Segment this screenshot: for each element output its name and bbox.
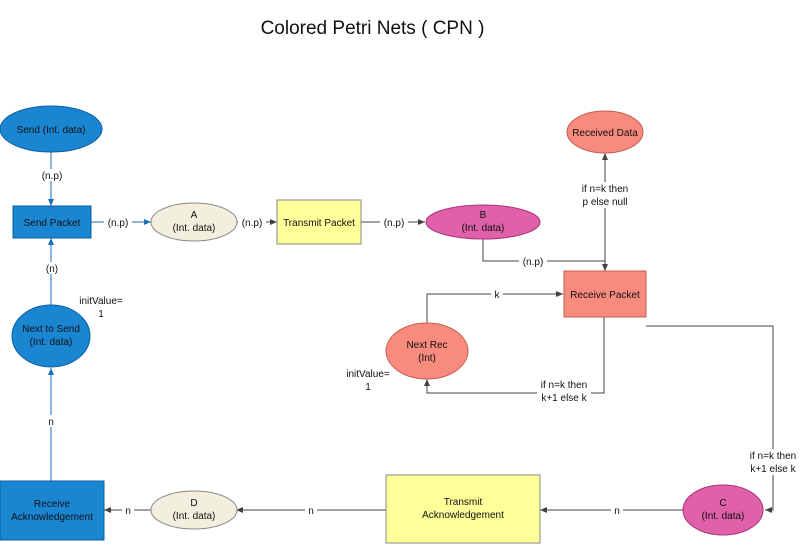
init-value-next-to-send-line2: 1 [98,309,104,320]
arc-label-receive-packet-to-c-line2: k+1 else k [750,464,796,475]
arc-label-receive-packet-to-received-data-line1: if n=k then [582,184,628,195]
place-b-label-line2: (Int. data) [462,223,505,234]
arc-label-a-to-transmit-packet: (n.p) [242,218,263,229]
place-next-rec-label-line1: Next Rec [406,340,447,351]
arc-label-receive-packet-to-next-rec-line2: k+1 else k [541,393,587,404]
transition-receive-acknowledgement[interactable]: Receive Acknowledgement [0,480,105,541]
arc-label-send-packet-to-a: (n.p) [108,218,129,229]
transition-receive-packet[interactable]: Receive Packet [563,270,647,318]
place-next-rec[interactable]: Next Rec (Int) [385,322,469,380]
place-a[interactable]: A (Int. data) [150,202,238,242]
place-next-to-send-label-line1: Next to Send [22,324,80,335]
place-send-label: Send (Int. data) [17,125,86,136]
place-received-data-label: Received Data [572,128,638,139]
arc-label-receive-packet-to-next-rec-line1: if n=k then [541,380,587,391]
arc-label-receive-ack-to-next-to-send: n [48,417,54,428]
arc-label-b-to-receive-packet: (n.p) [523,257,544,268]
transition-receive-ack-label-line2: Acknowledgement [11,512,93,523]
place-b-label-line1: B [480,210,487,221]
transition-transmit-packet[interactable]: Transmit Packet [276,199,362,245]
arc-label-next-to-send-to-send-packet: (n) [46,264,58,275]
place-c-label-line1: C [719,498,726,509]
place-a-label-line1: A [191,210,198,221]
place-a-label-line2: (Int. data) [173,223,216,234]
transition-receive-ack-label-line1: Receive [34,499,71,510]
transition-receive-packet-label: Receive Packet [570,290,640,301]
arc-label-send-to-send-packet: (n.p) [42,171,63,182]
arc-label-d-to-receive-ack: n [125,506,131,517]
init-value-next-rec-line1: initValue= [346,369,390,380]
arc-label-receive-packet-to-received-data-line2: p else null [582,197,627,208]
place-c[interactable]: C (Int. data) [682,484,764,536]
transition-send-packet[interactable]: Send Packet [12,205,92,239]
arc-next-rec-to-receive-packet [426,291,563,323]
arc-label-c-to-transmit-ack: n [614,506,620,517]
arc-labels: (n.p) (n.p) (n.p) (n.p) (n.p) (n) k if n… [38,169,800,517]
arc-receive-packet-to-c [646,325,774,513]
arc-receive-packet-to-next-rec [424,317,605,394]
transition-transmit-acknowledgement[interactable]: Transmit Acknowledgement [385,474,541,544]
arc-label-receive-packet-to-c-line1: if n=k then [750,451,796,462]
place-d[interactable]: D (Int. data) [150,490,238,530]
place-next-to-send[interactable]: Next to Send (Int. data) [11,304,91,368]
place-next-to-send-label-line2: (Int. data) [30,337,73,348]
place-c-label-line2: (Int. data) [702,511,745,522]
place-send[interactable]: Send (Int. data) [0,105,103,153]
transition-transmit-ack-label-line1: Transmit [444,497,483,508]
place-b[interactable]: B (Int. data) [425,204,541,240]
init-value-next-rec-line2: 1 [365,382,371,393]
place-received-data[interactable]: Received Data [566,110,644,154]
arc-label-transmit-ack-to-d: n [308,506,314,517]
place-d-label-line2: (Int. data) [173,511,216,522]
init-value-next-to-send-line1: initValue= [79,296,123,307]
arc-label-transmit-packet-to-b: (n.p) [384,218,405,229]
place-d-label-line1: D [190,498,197,509]
diagram-title: Colored Petri Nets ( CPN ) [260,18,485,39]
transition-send-packet-label: Send Packet [24,218,81,229]
init-values: initValue= 1 initValue= 1 [79,296,390,393]
transition-transmit-packet-label: Transmit Packet [283,218,355,229]
transition-transmit-ack-label-line2: Acknowledgement [422,510,504,521]
arc-label-next-rec-to-receive-packet: k [495,290,501,301]
place-next-rec-label-line2: (Int) [418,353,436,364]
